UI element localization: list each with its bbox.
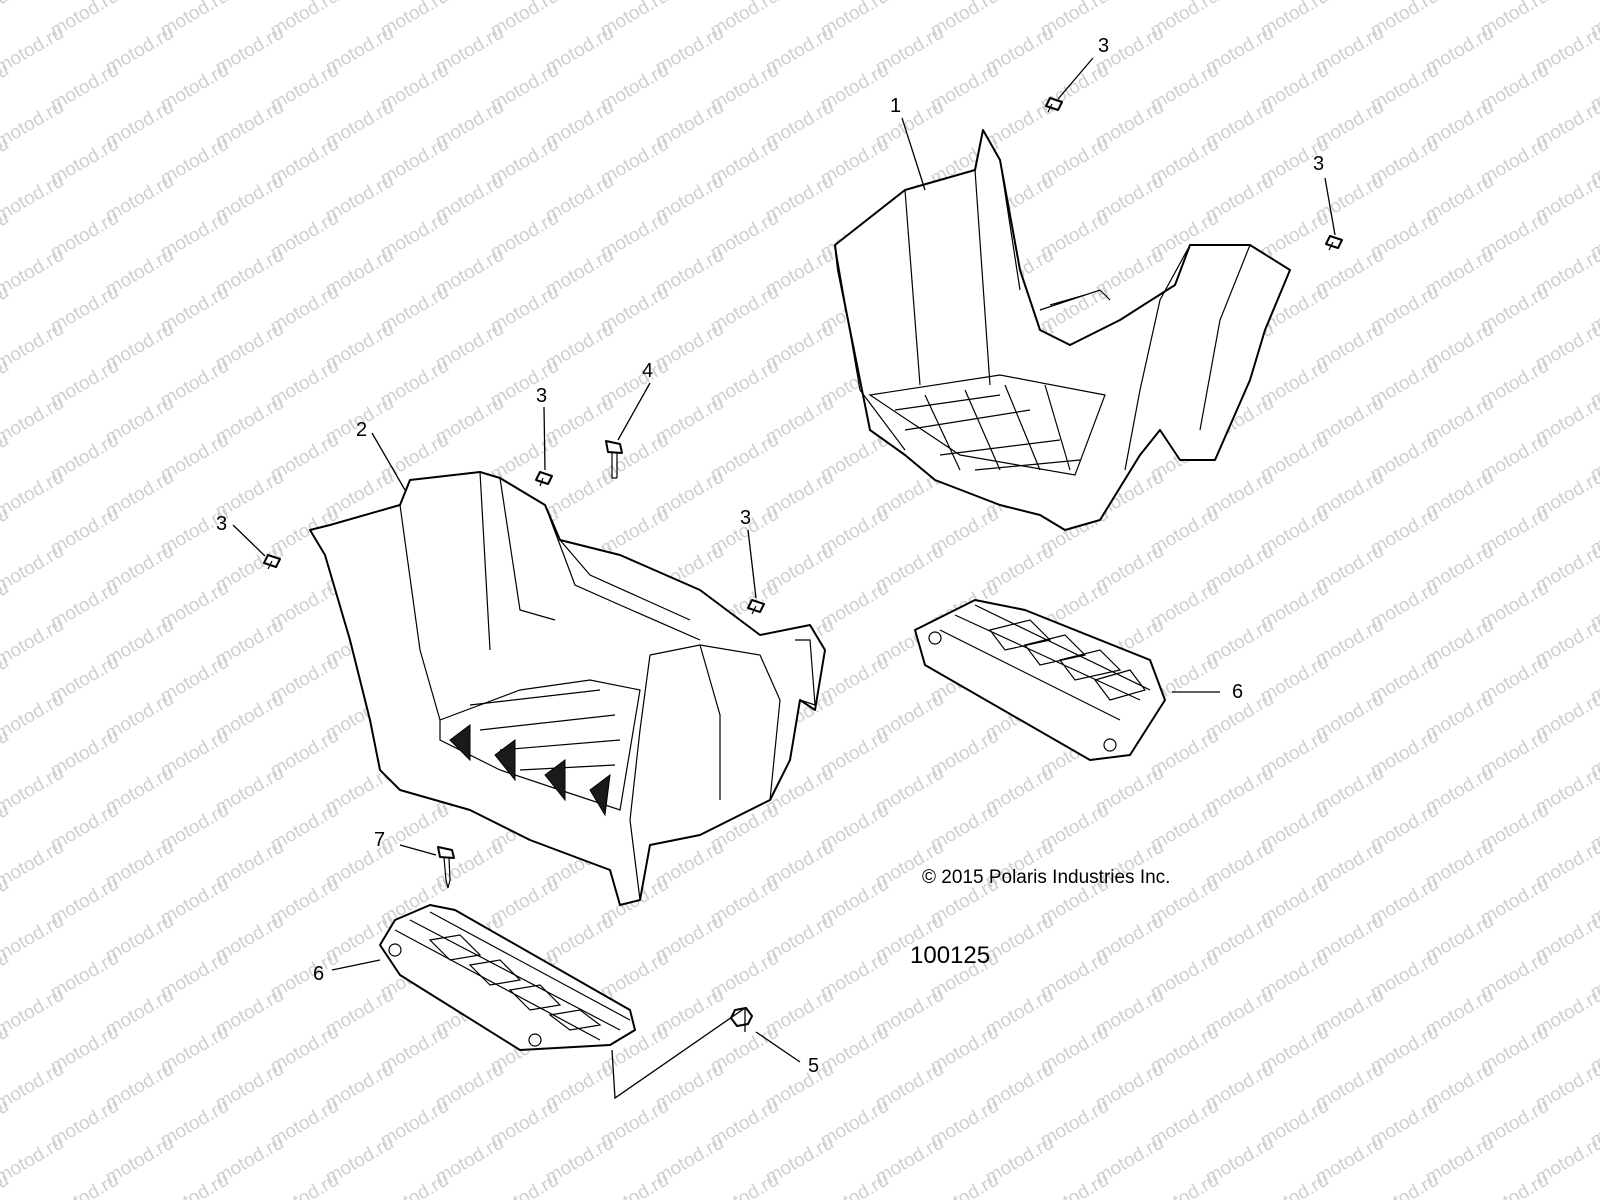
callout-2: 2 — [356, 419, 367, 441]
callout-6a: 6 — [1232, 681, 1243, 703]
callout-4: 4 — [642, 360, 653, 382]
push-rivet-top-1 — [1045, 97, 1063, 113]
push-rivet-left — [263, 554, 281, 570]
watermark-text: motod.ru — [0, 541, 67, 597]
watermark-text: motod.ru — [0, 911, 67, 967]
push-rivet-mid — [535, 471, 553, 487]
watermark-text: motod.ru — [0, 23, 67, 79]
watermark-text: motod.ru — [0, 245, 67, 301]
watermark-text: motod.ru — [1257, 1170, 1332, 1200]
watermark-text: motod.ru — [927, 1170, 1002, 1200]
watermark-text: motod.ru — [707, 1170, 782, 1200]
watermark-text: motod.ru — [0, 1059, 67, 1115]
watermark-text: motod.ru — [1477, 1170, 1552, 1200]
callout-labels: 1 2 3 3 3 3 3 4 5 6 6 7 — [216, 35, 1324, 1077]
watermark-text: motod.ru — [1367, 1170, 1442, 1200]
footrest-pad-left — [379, 904, 636, 1051]
leader-lines — [232, 57, 1336, 1100]
callout-7: 7 — [374, 829, 385, 851]
watermark-text: motod.ru — [1587, 1170, 1600, 1200]
watermark-text: motod.ru — [0, 171, 67, 227]
watermark-text: motod.ru — [0, 1133, 67, 1189]
watermark-text: motod.ru — [817, 1170, 892, 1200]
watermark-text: motod.ru — [0, 393, 67, 449]
watermark-text: motod.ru — [157, 1170, 232, 1200]
callout-3a: 3 — [1098, 35, 1109, 57]
callout-1: 1 — [890, 95, 901, 117]
push-rivet-right — [747, 599, 765, 615]
screw-part — [437, 846, 455, 889]
watermark-text: motod.ru — [0, 0, 12, 41]
watermark-text: motod.ru — [0, 467, 67, 523]
watermark-text: motod.ru — [47, 1170, 122, 1200]
bolt-part — [605, 440, 623, 479]
push-rivet-top-2 — [1325, 235, 1343, 251]
watermark-text: motod.ru — [0, 689, 67, 745]
rear-footwell-part — [834, 129, 1291, 531]
footrest-pad-right — [914, 599, 1166, 761]
watermark-text: motod.ru — [0, 97, 67, 153]
watermark-text: motod.ru — [0, 837, 67, 893]
copyright-text: © 2015 Polaris Industries Inc. — [922, 867, 1170, 888]
watermark-text: motod.ru — [377, 1170, 452, 1200]
front-footwell-part — [309, 471, 826, 906]
callout-3d: 3 — [216, 513, 227, 535]
watermark-text: motod.ru — [0, 763, 67, 819]
watermark-text: motod.ru — [0, 985, 67, 1041]
callout-5: 5 — [808, 1055, 819, 1077]
watermark-text: motod.ru — [0, 319, 67, 375]
watermark-text: motod.ru — [597, 1170, 672, 1200]
callout-3b: 3 — [1313, 153, 1324, 175]
watermark-text: motod.ru — [1147, 1170, 1222, 1200]
watermark-text: motod.ru — [0, 615, 67, 671]
watermark-text: motod.ru — [1037, 1170, 1112, 1200]
reference-number: 100125 — [910, 942, 990, 969]
watermark-text: motod.ru — [267, 1170, 342, 1200]
callout-6b: 6 — [313, 963, 324, 985]
watermark-text: motod.ru — [487, 1170, 562, 1200]
callout-3e: 3 — [740, 507, 751, 529]
callout-3c: 3 — [536, 385, 547, 407]
